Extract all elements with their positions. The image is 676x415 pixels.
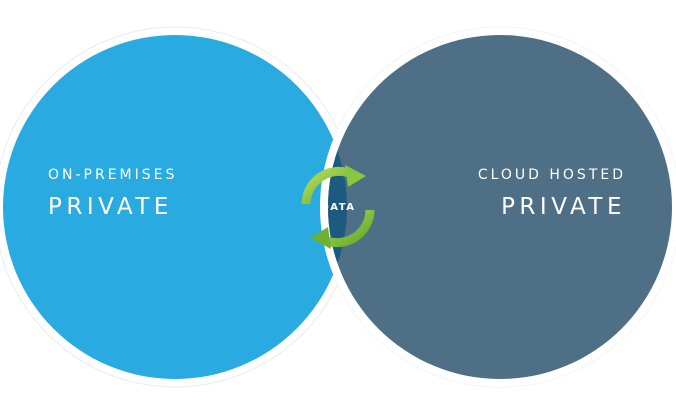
cloud-hosted-circle (328, 35, 672, 379)
data-label: DATA (320, 202, 356, 213)
on-premises-subtitle: ON-PREMISES (48, 167, 178, 183)
refresh-cycle-icon (301, 165, 375, 249)
on-premises-title: PRIVATE (48, 194, 173, 220)
on-premises-circle (3, 35, 347, 379)
cloud-hosted-title: PRIVATE (501, 194, 626, 220)
cloud-hosted-subtitle: CLOUD HOSTED (477, 167, 626, 183)
